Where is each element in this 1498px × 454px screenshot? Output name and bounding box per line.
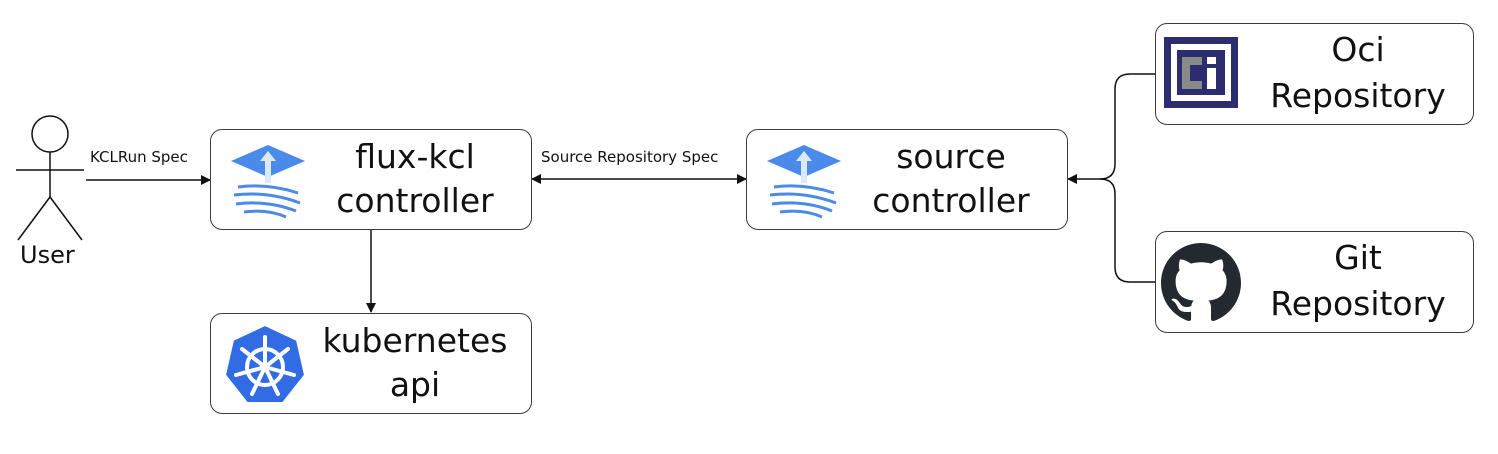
git-title: Git [1334, 238, 1382, 277]
oci-subtitle: Repository [1270, 76, 1446, 115]
user-actor-icon [16, 115, 84, 241]
oci-repository-node[interactable]: Oci Repository [1155, 23, 1474, 125]
git-repository-node[interactable]: Git Repository [1155, 231, 1474, 333]
flux-kcl-subtitle: controller [336, 181, 494, 220]
kubernetes-subtitle: api [389, 365, 441, 404]
flux-kcl-controller-node[interactable]: flux-kcl controller [210, 129, 532, 230]
git-subtitle: Repository [1270, 284, 1446, 323]
flux-kcl-title: flux-kcl [355, 137, 475, 176]
edge-git-to-source [1099, 178, 1155, 283]
user-label: User [20, 241, 75, 269]
flux-icon [231, 145, 305, 219]
kubernetes-api-node[interactable]: kubernetes api [210, 313, 532, 414]
edge-label-source-repository-spec: Source Repository Spec [541, 148, 719, 166]
kubernetes-helm-icon [223, 323, 307, 404]
oci-icon [1164, 37, 1238, 108]
source-controller-node[interactable]: source controller [746, 129, 1068, 230]
edge-oci-to-source [1067, 73, 1155, 184]
kubernetes-title: kubernetes [322, 321, 508, 360]
github-icon [1161, 243, 1241, 322]
source-subtitle: controller [872, 181, 1030, 220]
flux-icon [767, 145, 841, 219]
edge-label-kclrun-spec: KCLRun Spec [90, 148, 188, 166]
source-title: source [896, 137, 1006, 176]
oci-title: Oci [1331, 30, 1385, 69]
